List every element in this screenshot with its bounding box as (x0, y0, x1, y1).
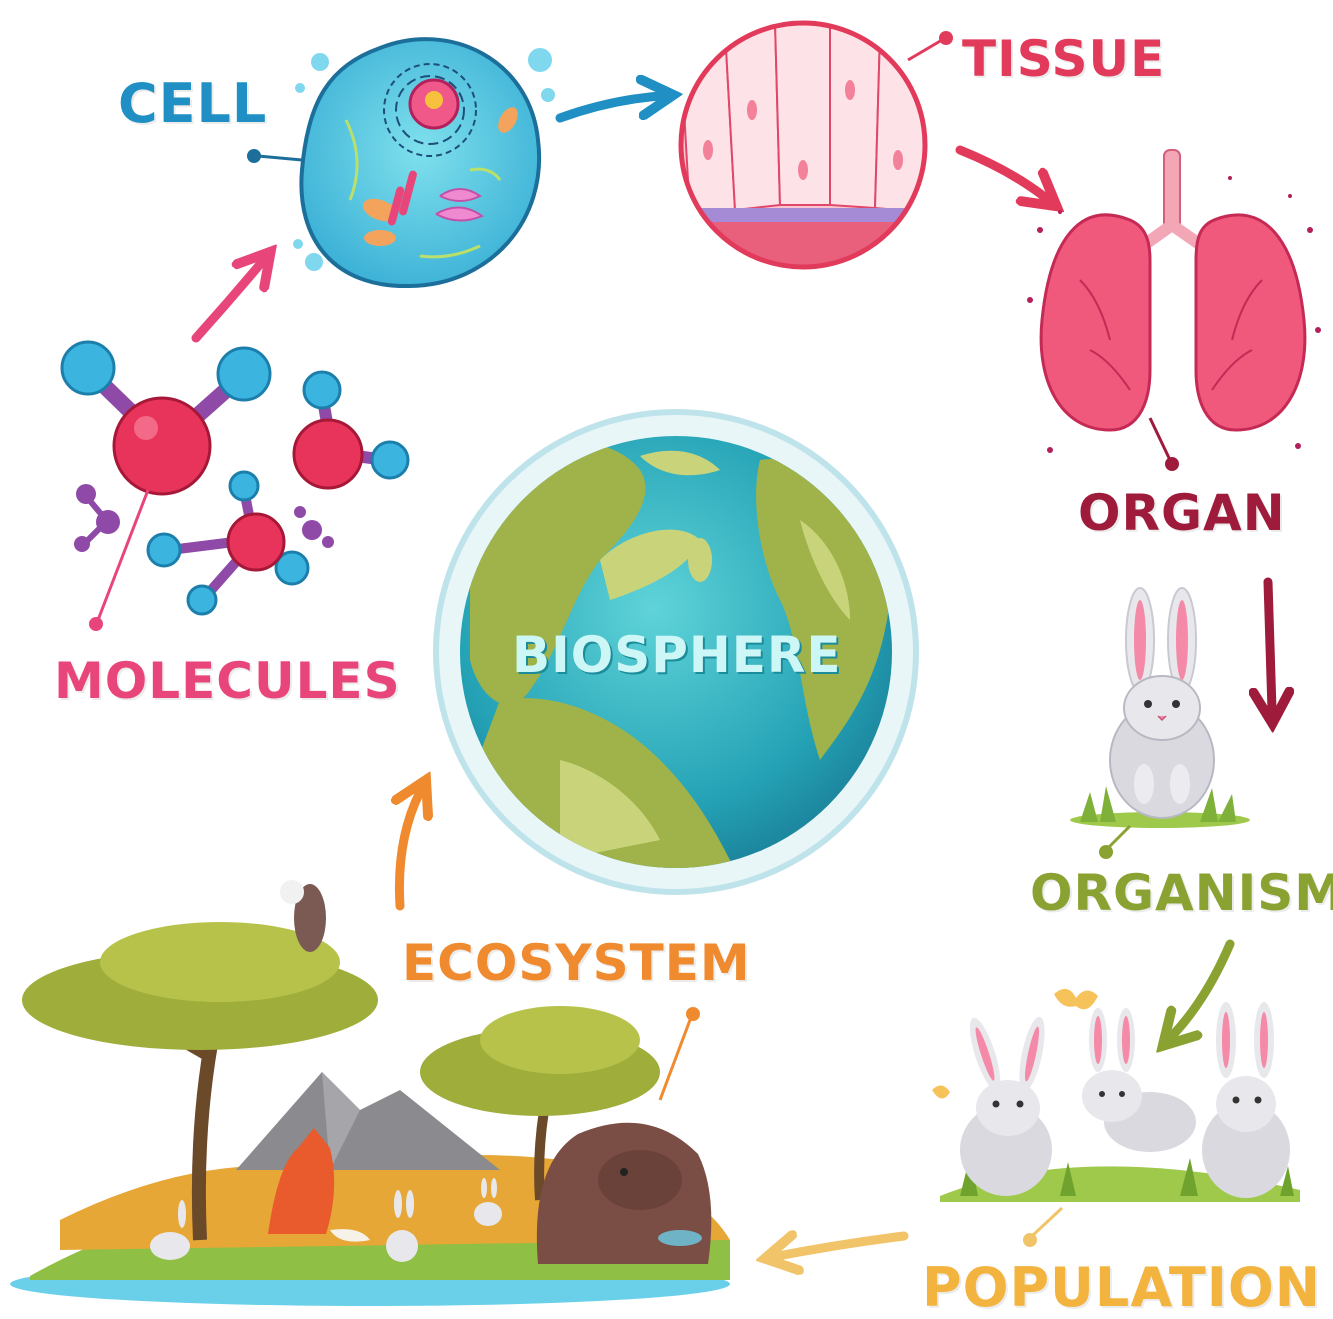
rabbit-group-icon (932, 989, 1300, 1247)
arrow-organ-to-organism (1268, 582, 1272, 710)
label-biosphere: BIOSPHERE (512, 626, 842, 684)
arrow-tissue-to-organ (960, 150, 1046, 198)
label-cell: CELL (118, 72, 267, 135)
label-molecules: MOLECULES (54, 652, 401, 710)
arrow-population-to-ecosystem (778, 1236, 904, 1256)
label-tissue: TISSUE (962, 30, 1165, 88)
label-organism: ORGANISM (1030, 864, 1333, 922)
label-ecosystem: ECOSYSTEM (402, 934, 751, 992)
arrow-molecules-to-cell (196, 262, 262, 338)
lungs-icon (1027, 150, 1321, 471)
cell-illustration (247, 39, 555, 286)
molecule-icon (62, 342, 408, 631)
label-organ: ORGAN (1078, 484, 1286, 542)
arrow-ecosystem-to-biosphere (399, 792, 420, 906)
rabbit-icon (1070, 588, 1250, 859)
arrow-cell-to-tissue (560, 96, 660, 118)
tissue-illustration (680, 20, 953, 272)
label-population: POPULATION (922, 1256, 1321, 1319)
